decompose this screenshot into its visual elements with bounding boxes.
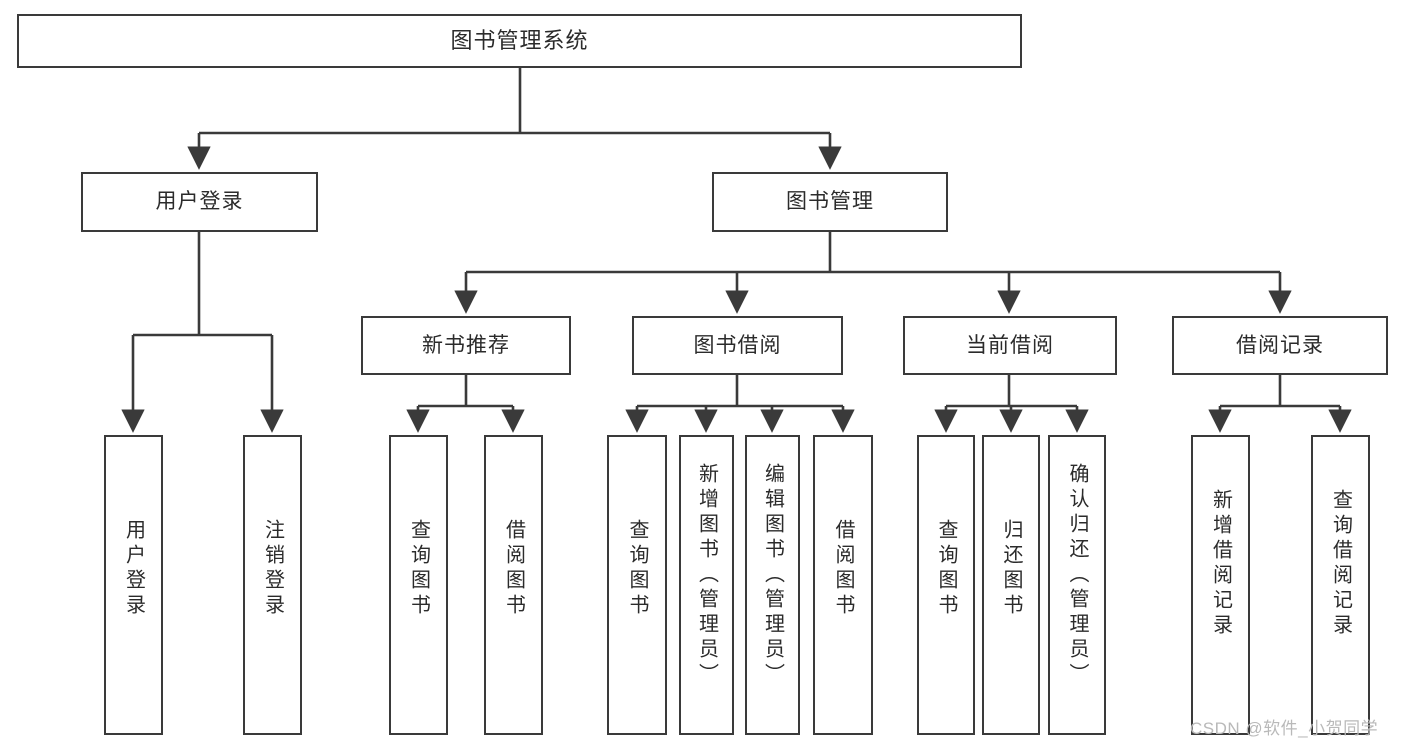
node-label: 查询图书	[626, 519, 648, 619]
node-label: 新增借阅记录	[1209, 489, 1232, 639]
node-label: 查询图书	[407, 519, 430, 619]
node-label: 编辑图书（管理员）	[761, 463, 784, 688]
node-label: 借阅图书	[502, 519, 525, 619]
leaf-query-book-borrow[interactable]: 查询图书	[607, 435, 667, 735]
leaf-return-book[interactable]: 归还图书	[982, 435, 1040, 735]
leaf-borrow-book[interactable]: 借阅图书	[813, 435, 873, 735]
node-label: 图书管理系统	[450, 27, 589, 53]
leaf-query-borrowing-record[interactable]: 查询借阅记录	[1311, 435, 1370, 735]
node-label: 查询图书	[935, 519, 957, 619]
node-label: 用户登录	[122, 519, 145, 619]
leaf-user-login[interactable]: 用户登录	[104, 435, 163, 735]
node-label: 图书借阅	[693, 333, 782, 357]
node-root-library-management-system[interactable]: 图书管理系统	[17, 14, 1022, 68]
node-book-borrowing[interactable]: 图书借阅	[632, 316, 843, 375]
leaf-edit-book-admin[interactable]: 编辑图书（管理员）	[745, 435, 800, 735]
node-book-management[interactable]: 图书管理	[712, 172, 948, 232]
leaf-add-book-admin[interactable]: 新增图书（管理员）	[679, 435, 734, 735]
node-label: 借阅记录	[1236, 333, 1324, 357]
node-borrowing-records[interactable]: 借阅记录	[1172, 316, 1388, 375]
leaf-add-borrowing-record[interactable]: 新增借阅记录	[1191, 435, 1250, 735]
node-current-borrowing[interactable]: 当前借阅	[903, 316, 1117, 375]
node-label: 图书管理	[786, 190, 874, 214]
node-label: 归还图书	[1000, 519, 1022, 619]
leaf-logout[interactable]: 注销登录	[243, 435, 302, 735]
node-new-book-recommendation[interactable]: 新书推荐	[361, 316, 571, 375]
node-label: 注销登录	[261, 519, 284, 619]
node-label: 查询借阅记录	[1329, 489, 1352, 639]
node-label: 确认归还（管理员）	[1066, 463, 1088, 688]
node-label: 新增图书（管理员）	[695, 463, 718, 688]
leaf-borrow-book-newbook[interactable]: 借阅图书	[484, 435, 543, 735]
leaf-query-book-newbook[interactable]: 查询图书	[389, 435, 448, 735]
leaf-confirm-return-admin[interactable]: 确认归还（管理员）	[1048, 435, 1106, 735]
node-label: 新书推荐	[422, 333, 510, 357]
leaf-query-book-current[interactable]: 查询图书	[917, 435, 975, 735]
node-label: 借阅图书	[832, 519, 854, 619]
node-label: 当前借阅	[966, 333, 1054, 357]
node-user-login[interactable]: 用户登录	[81, 172, 318, 232]
node-label: 用户登录	[155, 190, 244, 214]
